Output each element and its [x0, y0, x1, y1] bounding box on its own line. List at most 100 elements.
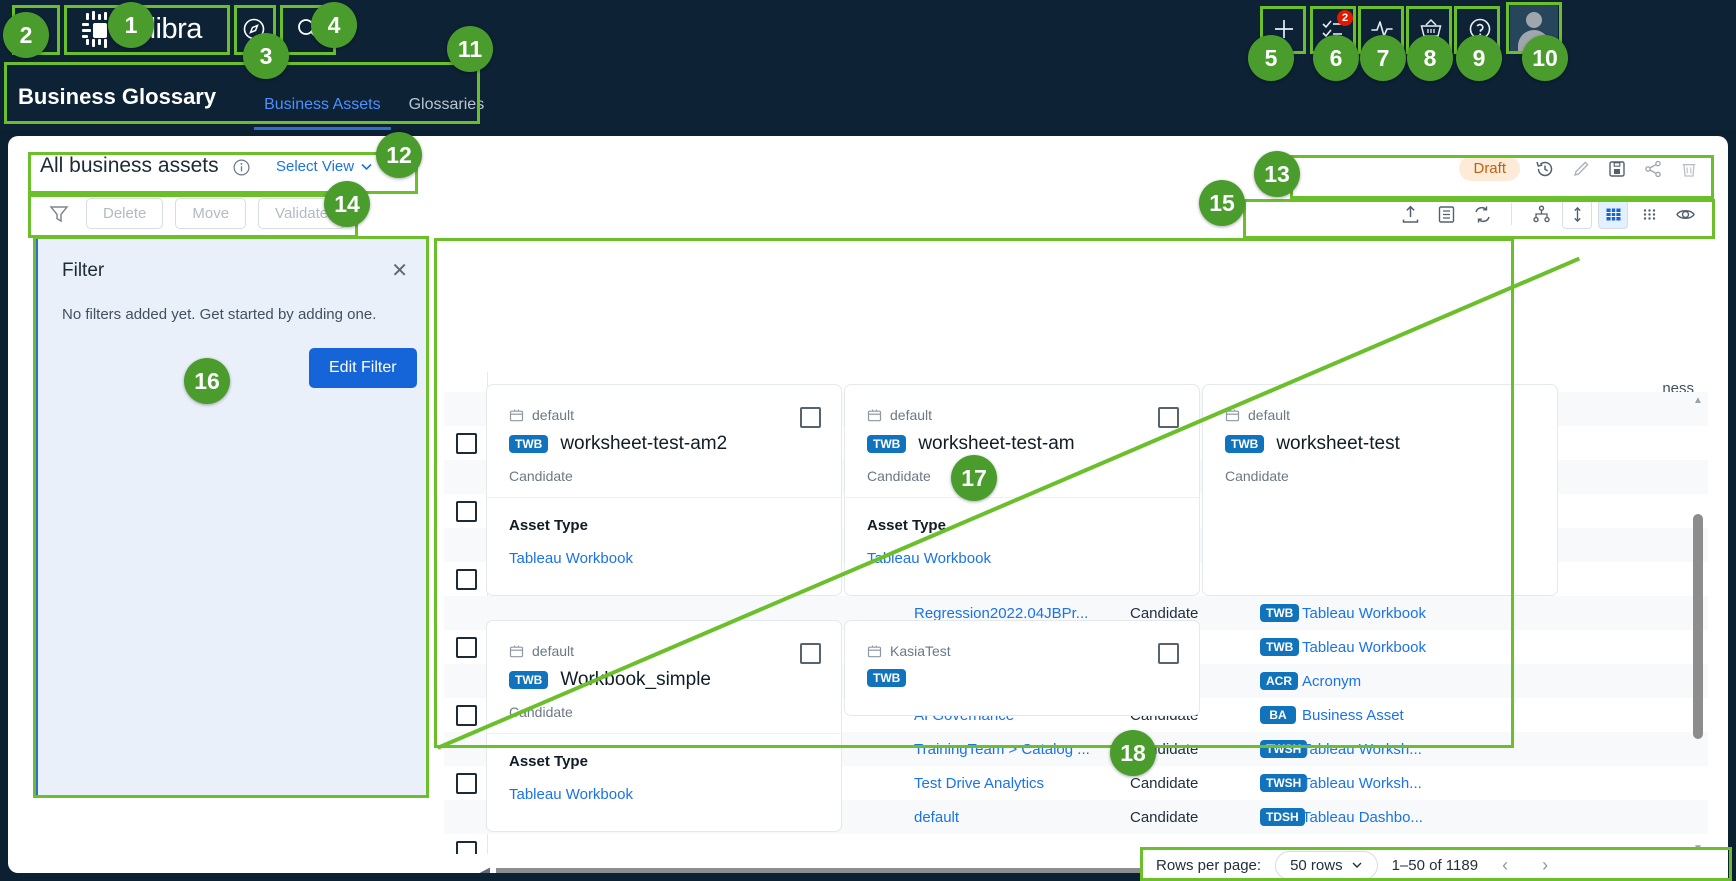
card-status: Candidate	[509, 704, 573, 720]
card-field-value[interactable]: Tableau Workbook	[509, 786, 633, 803]
save-icon[interactable]	[1606, 158, 1628, 180]
select-view-dropdown[interactable]: Select View	[276, 158, 373, 175]
table-vertical-scrollbar[interactable]: ▲ ▼	[1692, 394, 1704, 854]
compass-icon	[243, 18, 265, 40]
share-icon[interactable]	[1642, 158, 1664, 180]
edit-pencil-icon[interactable]	[1570, 158, 1592, 180]
card-title-row[interactable]: TWB Workbook_simple	[509, 669, 711, 691]
filter-panel: Filter ✕ No filters added yet. Get start…	[36, 236, 426, 798]
filter-empty-message: No filters added yet. Get started by add…	[62, 306, 377, 323]
delete-trash-icon[interactable]	[1678, 158, 1700, 180]
tasks-button[interactable]: 2	[1311, 8, 1355, 50]
prev-page-button[interactable]: ‹	[1502, 854, 1509, 875]
card-type-badge: TWB	[509, 671, 549, 689]
validate-button[interactable]: Validate	[258, 198, 346, 229]
edit-filter-button[interactable]: Edit Filter	[309, 348, 417, 388]
grid-view-icon[interactable]	[1598, 199, 1628, 229]
card-checkbox[interactable]	[800, 407, 821, 428]
tab-business-assets[interactable]: Business Assets	[250, 96, 395, 130]
card-asset-name[interactable]: worksheet-test	[1276, 433, 1400, 454]
row-checkbox[interactable]	[444, 766, 488, 800]
card-type-badge: TWB	[867, 669, 907, 687]
row-type-badge: TDSH	[1260, 808, 1305, 826]
row-height-icon[interactable]	[1562, 199, 1592, 229]
search-button[interactable]	[283, 8, 333, 50]
checkbox-icon[interactable]	[455, 772, 477, 794]
collibra-logo[interactable]: ollibra	[68, 7, 212, 51]
row-asset-type[interactable]: Business Asset	[1302, 706, 1404, 724]
app-grid-icon	[27, 20, 45, 38]
row-asset-type[interactable]: Tableau Workbook	[1302, 604, 1426, 622]
row-asset-type[interactable]: Acronym	[1302, 672, 1362, 690]
delete-button[interactable]: Delete	[86, 198, 164, 229]
activity-pulse-icon	[1371, 21, 1393, 37]
row-asset-type[interactable]: Tableau Dashbo...	[1302, 808, 1423, 826]
row-asset-type[interactable]: Tableau Workbook	[1302, 638, 1426, 656]
domain-box-icon	[867, 409, 882, 421]
filter-funnel-icon[interactable]	[44, 199, 74, 229]
card-checkbox[interactable]	[1158, 643, 1179, 664]
scroll-up-icon[interactable]: ▲	[1693, 394, 1703, 406]
row-type-badge: ACR	[1260, 672, 1298, 690]
row-asset-name[interactable]: TrainingTeam > Catalog ...	[914, 740, 1090, 758]
activity-button[interactable]	[1360, 8, 1404, 50]
row-asset-name[interactable]: default	[914, 808, 960, 826]
row-asset-type[interactable]: Tableau Worksh...	[1302, 774, 1422, 792]
card-type-badge: TWB	[509, 435, 549, 453]
create-button[interactable]	[1262, 8, 1306, 50]
row-type-badge: TWB	[1260, 604, 1300, 622]
compass-button[interactable]	[232, 8, 276, 50]
vscroll-thumb[interactable]	[1693, 514, 1703, 739]
info-circle-icon[interactable]	[233, 159, 250, 181]
action-toolbar: Delete Move Validate	[8, 196, 1728, 242]
user-avatar-button[interactable]	[1510, 4, 1558, 52]
card-asset-name[interactable]: Workbook_simple	[560, 669, 711, 690]
hierarchy-icon[interactable]	[1526, 199, 1556, 229]
card-title-row[interactable]: TWB worksheet-test-am2	[509, 433, 727, 455]
row-checkbox[interactable]	[444, 834, 488, 854]
domain-box-icon	[867, 645, 882, 657]
preview-eye-icon[interactable]	[1670, 199, 1700, 229]
card-field-value[interactable]: Tableau Workbook	[867, 550, 991, 567]
card-field-value[interactable]: Tableau Workbook	[509, 550, 633, 567]
row-asset-name[interactable]: Regression2022.04JBPr...	[914, 604, 1089, 622]
card-checkbox[interactable]	[1158, 407, 1179, 428]
rows-per-page-value: 50 rows	[1290, 856, 1343, 874]
export-upload-icon[interactable]	[1395, 199, 1425, 229]
refresh-sync-icon[interactable]	[1467, 199, 1497, 229]
plus-icon	[1275, 20, 1293, 38]
row-asset-type[interactable]: Tableau Worksh...	[1302, 740, 1422, 758]
row-asset-name[interactable]: Test Drive Analytics	[914, 774, 1045, 792]
app-switcher-button[interactable]	[12, 8, 60, 50]
card-asset-name[interactable]: worksheet-test-am	[918, 433, 1075, 454]
row-status: Candidate	[1130, 740, 1199, 758]
help-button[interactable]	[1458, 8, 1502, 50]
scroll-left-icon[interactable]: ◀	[480, 864, 490, 873]
row-type-badge: TWSH	[1260, 774, 1308, 792]
card-title-row[interactable]: TWB	[867, 669, 907, 687]
history-icon[interactable]	[1534, 158, 1556, 180]
card-checkbox[interactable]	[800, 643, 821, 664]
rows-per-page-select[interactable]: 50 rows	[1275, 850, 1378, 880]
close-x-icon[interactable]: ✕	[391, 260, 408, 282]
tab-glossaries[interactable]: Glossaries	[408, 96, 485, 113]
checkbox-icon[interactable]	[455, 840, 477, 854]
view-title: All business assets	[40, 154, 219, 177]
next-page-button[interactable]: ›	[1542, 854, 1549, 875]
hscroll-thumb[interactable]	[496, 868, 1316, 873]
status-badge: Draft	[1459, 156, 1520, 181]
move-button[interactable]: Move	[175, 198, 247, 229]
card-view-icon[interactable]	[1634, 199, 1664, 229]
basket-button[interactable]	[1409, 8, 1453, 50]
card-domain-label: default	[890, 407, 933, 423]
card-asset-name[interactable]: worksheet-test-am2	[560, 433, 728, 454]
list-report-icon[interactable]	[1431, 199, 1461, 229]
